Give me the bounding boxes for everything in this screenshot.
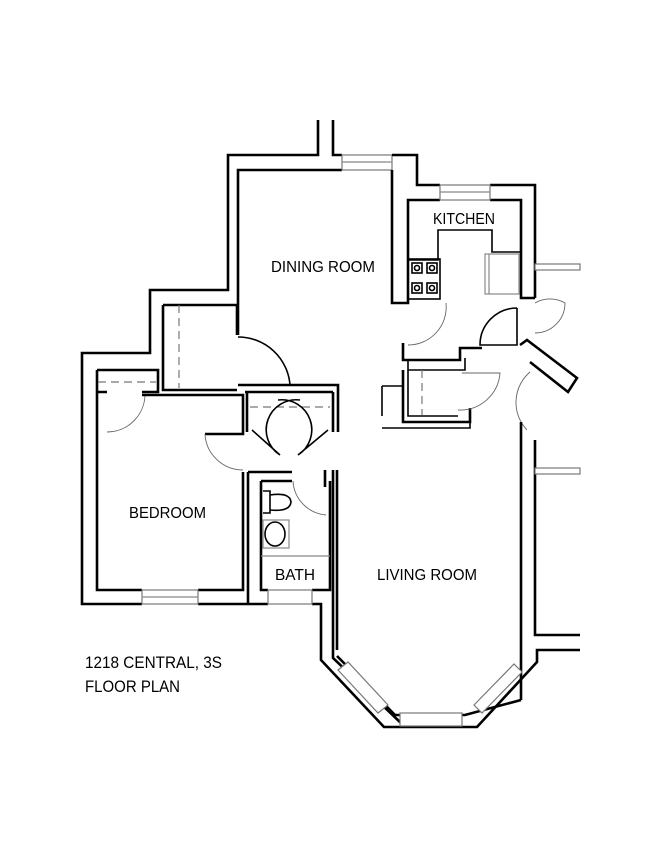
bath-walls [246, 470, 332, 604]
closet-left [161, 303, 239, 392]
label-dining-room: DINING ROOM [271, 259, 375, 276]
window-kitchen-side [534, 263, 581, 271]
door-kitchen-left [407, 302, 447, 346]
window-living-side [534, 467, 581, 475]
label-bath: BATH [275, 567, 315, 584]
door-hall-closet [457, 372, 501, 411]
toilet-icon [263, 490, 292, 514]
living-wall-right [519, 422, 580, 700]
sink-basin-icon [264, 521, 286, 547]
door-bedroom [204, 433, 244, 471]
door-dining-closet [237, 336, 291, 386]
stove [407, 258, 441, 300]
bedroom-closet [95, 368, 245, 592]
kitchen-wall-outer [392, 153, 537, 298]
label-living-room: LIVING ROOM [377, 567, 477, 584]
hall-closet-inner [407, 358, 466, 417]
bedroom-wall-top [142, 393, 245, 436]
door-living-right [515, 371, 531, 431]
exterior-wall-stub [331, 120, 342, 157]
exterior-wall-outer [80, 120, 580, 729]
double-door [251, 398, 329, 456]
refrigerator [484, 253, 520, 295]
hall-closet-wall [401, 343, 482, 424]
door-bath [292, 480, 327, 516]
label-kitchen: KITCHEN [433, 211, 495, 228]
kitchen-counter [408, 229, 521, 261]
label-bedroom: BEDROOM [129, 505, 206, 522]
sink [262, 519, 290, 549]
door-bedroom-closet [106, 393, 146, 433]
window-bath [267, 589, 313, 605]
door-kitchen-right [534, 298, 566, 334]
kitchen-wall-inner [390, 170, 535, 305]
angled-wall [519, 338, 579, 394]
caption-address: 1218 CENTRAL, 3S [85, 653, 222, 672]
bay-windows [337, 661, 523, 727]
caption-subtitle: FLOOR PLAN [85, 677, 180, 696]
stove-burners-icon [411, 262, 438, 294]
hall-closet-side [381, 385, 471, 429]
linen-closet [238, 383, 340, 432]
door-hall [479, 307, 518, 346]
dining-wall-inner [236, 168, 342, 335]
